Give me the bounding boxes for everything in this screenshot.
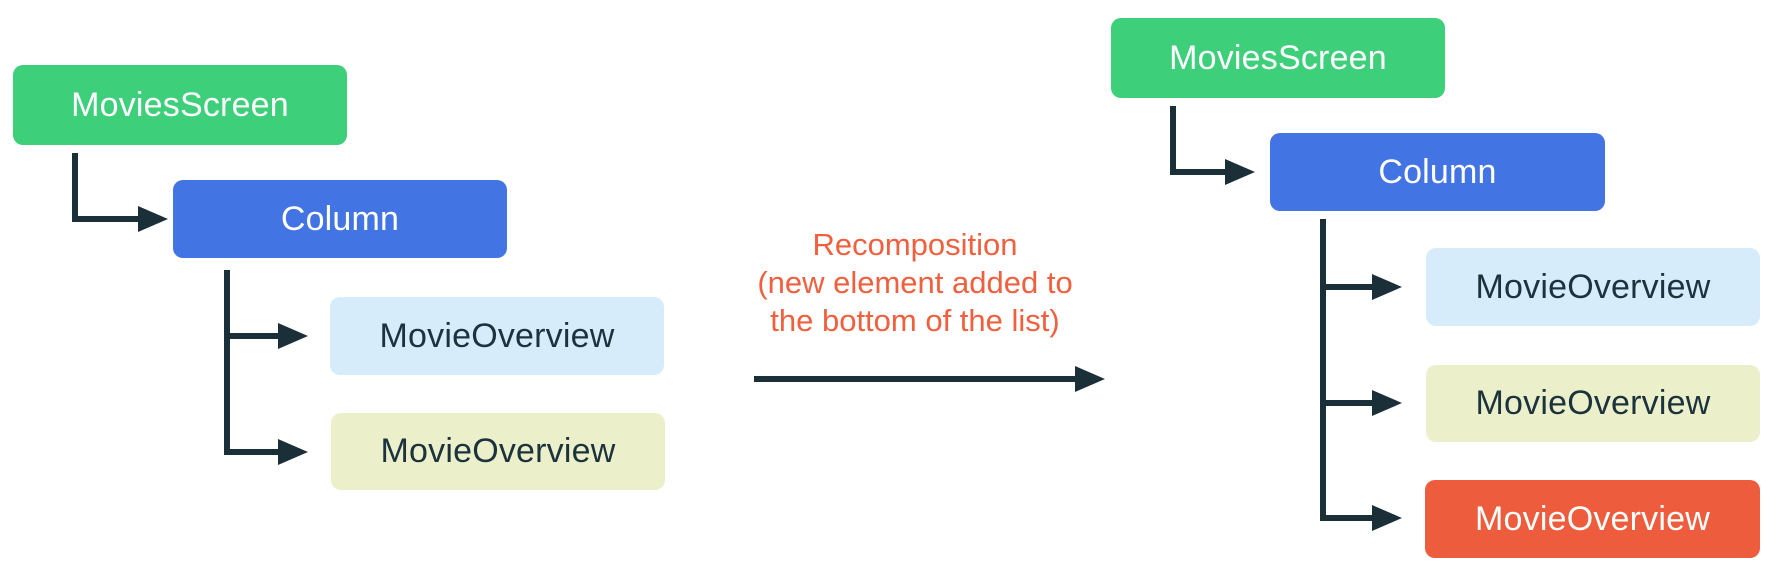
caption-line-2: (new element added to <box>757 265 1073 300</box>
node-column: Column <box>1270 133 1605 211</box>
connector-branch-horizontal <box>1320 400 1372 406</box>
arrowhead-right-icon <box>1225 159 1255 185</box>
connector-elbow-horizontal <box>1170 169 1225 175</box>
node-movies-screen: MoviesScreen <box>1111 18 1445 98</box>
node-movies-screen: MoviesScreen <box>13 65 347 145</box>
connector-trunk-vertical <box>1320 219 1326 521</box>
node-movie-overview-1: MovieOverview <box>1426 248 1760 326</box>
node-movie-overview-1: MovieOverview <box>330 297 664 375</box>
arrowhead-right-icon <box>1075 366 1105 392</box>
arrowhead-right-icon <box>1372 390 1402 416</box>
recomposition-caption: Recomposition (new element added to the … <box>655 226 1175 340</box>
arrowhead-right-icon <box>1372 274 1402 300</box>
node-movie-overview-3-new: MovieOverview <box>1425 480 1760 558</box>
connector-branch-horizontal <box>1320 284 1372 290</box>
caption-line-3: the bottom of the list) <box>770 303 1060 338</box>
connector-elbow-vertical <box>1170 106 1176 175</box>
connector-elbow-horizontal <box>72 216 138 222</box>
arrowhead-right-icon <box>138 206 168 232</box>
arrowhead-right-icon <box>278 323 308 349</box>
caption-line-1: Recomposition <box>812 227 1018 262</box>
arrowhead-right-icon <box>278 439 308 465</box>
node-column: Column <box>173 180 507 258</box>
connector-elbow-vertical <box>72 153 78 222</box>
arrowhead-right-icon <box>1372 505 1402 531</box>
connector-branch-horizontal <box>224 333 278 339</box>
transition-arrow-shaft <box>754 376 1075 382</box>
connector-branch-horizontal <box>224 449 278 455</box>
connector-branch-horizontal <box>1320 515 1372 521</box>
node-movie-overview-2: MovieOverview <box>1426 365 1760 442</box>
node-movie-overview-2: MovieOverview <box>331 413 665 490</box>
connector-trunk-vertical <box>224 270 230 455</box>
